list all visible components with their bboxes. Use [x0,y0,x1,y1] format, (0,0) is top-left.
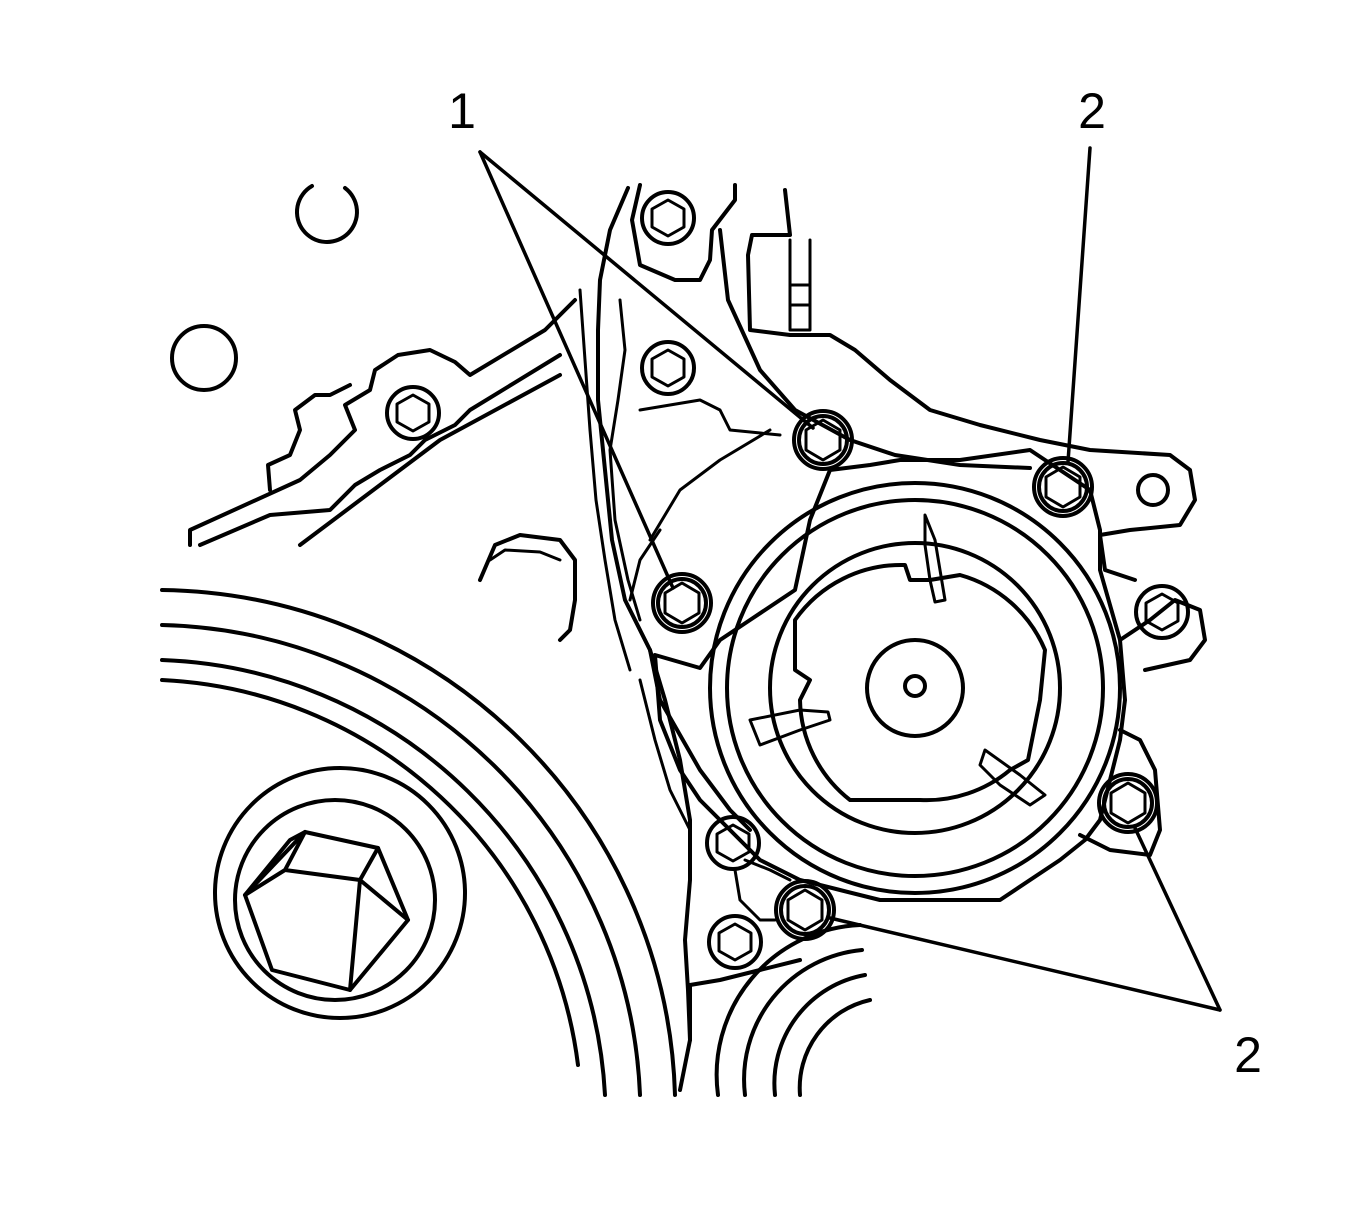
bolt-right-mid [1134,584,1190,640]
right-ear-hole [1136,473,1170,507]
pump-pulley-inner [768,541,1062,835]
crank-hub-inner [233,798,437,1002]
bolt-left-bracket [385,385,441,441]
pulley-arc-4 [160,678,580,1067]
callout-2-bottom: 2 [828,826,1262,1083]
pump-tab-left [748,708,832,747]
callout-2-top-label: 2 [1078,83,1106,139]
callout-1: 1 [448,83,815,590]
bolt-2-lower [774,879,836,941]
callout-1-leader-b [478,150,675,590]
pump-tab-right [978,748,1047,807]
timing-cover-inner-ridge [718,228,1032,470]
left-bracket-inner-edge [266,383,352,492]
lower-channel-a [733,868,777,922]
pulley-arc-2 [160,623,642,1097]
left-bracket-rib [298,373,562,547]
pulley-outer-arc [160,588,677,1097]
lower-cover-inner [638,678,692,832]
pump-hub-notched-ring [793,562,1047,803]
callout-1-label: 1 [448,83,476,139]
cover-tab-ribs [788,283,812,307]
lower-idler-arcs [714,923,872,1097]
pulley-arc-3 [160,658,607,1097]
upper-left-hole [294,184,359,244]
callout-2-bottom-label: 2 [1234,1027,1262,1083]
bolt-1-upper [792,409,854,471]
water-pump [653,448,1127,902]
timing-cover-right-edge [746,188,1197,582]
bolt-cover-mid [640,340,696,396]
crank-bolt-hex [243,830,410,992]
callout-2-top-leader [1066,146,1092,464]
pump-center-hole [903,674,927,698]
small-boss-outline [478,533,577,642]
idler-arc-1 [714,923,862,1097]
callout-2-bottom-leader-b [828,916,1222,1012]
bolts [385,190,1190,970]
left-bracket-upper-edge [188,298,577,547]
lower-channel-b [743,858,792,882]
idler-arc-4 [797,998,872,1097]
bolt-1-lower [651,572,713,634]
pump-pulley-rim [725,498,1105,878]
lower-boss-edge [688,958,802,1042]
crank-bolt-hex-facets [243,830,410,992]
callout-2-top: 2 [1066,83,1106,464]
lower-right-ear [1078,728,1162,857]
bolt-2-lower-right [1097,772,1159,834]
left-bracket-lower-edge [198,353,562,547]
idler-arc-3 [772,973,867,1097]
crank-hub-outer [213,766,467,1020]
cover-channel-left [578,288,632,672]
pump-tab-top [923,513,947,604]
crankshaft-pulley [160,588,677,1097]
bolt-lower-left-b [707,914,763,970]
callout-2-bottom-leader-a [1133,826,1222,1012]
pump-pulley-outer [708,481,1122,895]
callout-1-leader-a [478,150,815,430]
small-boss-inner [488,548,562,562]
left-hole [170,324,238,392]
cover-channel-cross [638,398,782,437]
bolt-top-cover [640,190,696,246]
idler-arc-2 [742,948,864,1097]
pump-center-boss [865,638,965,738]
pump-housing-upper-arc [648,428,772,542]
right-ear-middle [1118,598,1207,672]
timing-cover-top-boss [630,183,737,282]
bolt-2-top-right [1032,456,1094,518]
bolt-lower-left-a [705,815,761,871]
